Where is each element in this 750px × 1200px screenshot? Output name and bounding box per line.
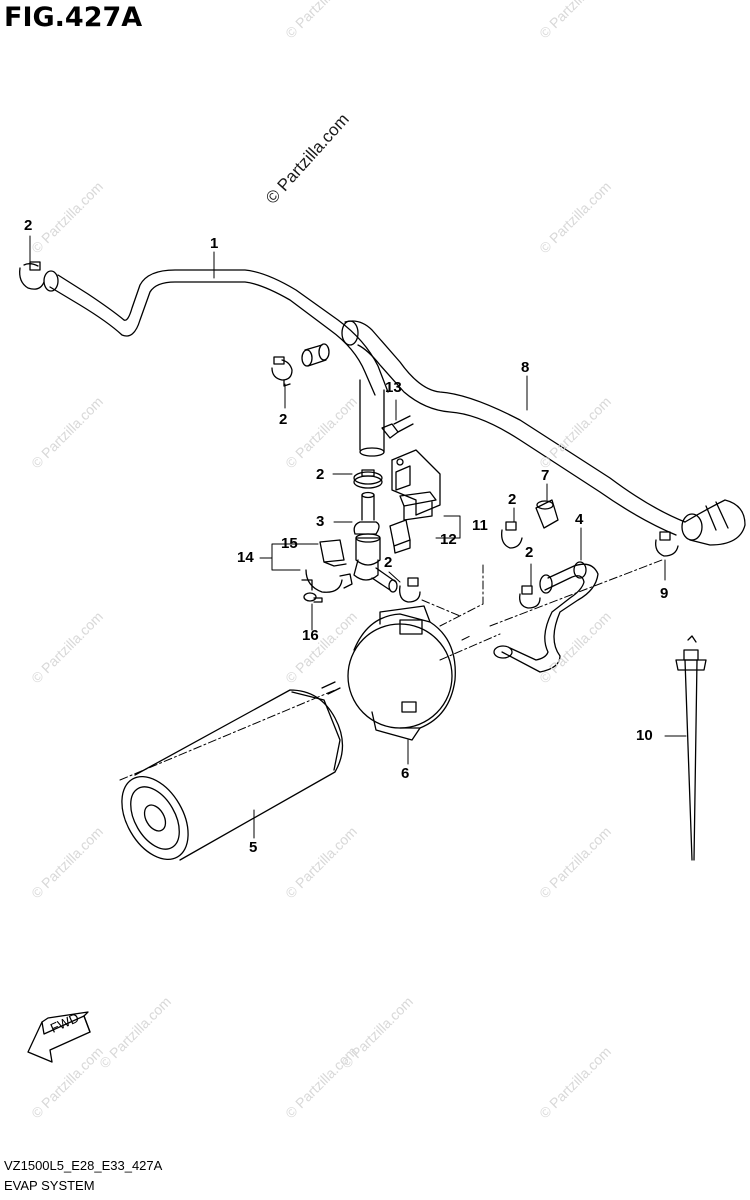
- hose-4[interactable]: [493, 561, 599, 673]
- callout-2[interactable]: 2: [316, 466, 325, 483]
- clamp-2-right-upper[interactable]: [501, 521, 523, 549]
- callout-2[interactable]: 2: [24, 217, 33, 234]
- callout-2[interactable]: 2: [525, 544, 534, 561]
- callout-11[interactable]: 11: [472, 517, 488, 534]
- callout-1[interactable]: 1: [210, 235, 219, 252]
- callout-12[interactable]: 12: [440, 531, 457, 548]
- callout-8[interactable]: 8: [521, 359, 530, 376]
- bolt-13[interactable]: [381, 415, 414, 439]
- hose-8[interactable]: [341, 320, 746, 546]
- bracket-12[interactable]: [389, 519, 411, 554]
- figure-title: FIG.427A: [4, 2, 143, 33]
- figure-name: EVAP SYSTEM: [4, 1178, 95, 1193]
- hose-1[interactable]: [43, 269, 389, 457]
- callout-6[interactable]: 6: [401, 765, 410, 782]
- bracket-11[interactable]: [391, 449, 441, 521]
- callout-2[interactable]: 2: [279, 411, 288, 428]
- clamp-2-upper[interactable]: [271, 356, 293, 387]
- figure-code: VZ1500L5_E28_E33_427A: [4, 1158, 163, 1173]
- clamp-2-right-lower[interactable]: [519, 585, 541, 609]
- callout-5[interactable]: 5: [249, 839, 258, 856]
- clamp-2-valve[interactable]: [353, 469, 383, 489]
- leader-lines: [29, 235, 687, 839]
- holder-6[interactable]: [347, 605, 456, 741]
- fwd-arrow-icon: [27, 1011, 91, 1063]
- callout-13[interactable]: 13: [385, 379, 402, 396]
- callout-2[interactable]: 2: [508, 491, 517, 508]
- callout-9[interactable]: 9: [660, 585, 669, 602]
- hose-7[interactable]: [535, 499, 559, 529]
- callout-10[interactable]: 10: [636, 727, 653, 744]
- canister-5[interactable]: [108, 681, 344, 871]
- hose-short[interactable]: [301, 343, 330, 367]
- callout-2[interactable]: 2: [384, 554, 393, 571]
- bracket-14[interactable]: [301, 569, 353, 593]
- screw-16[interactable]: [303, 592, 323, 603]
- callout-7[interactable]: 7: [541, 467, 550, 484]
- clamp-2-left[interactable]: [19, 261, 45, 290]
- callout-16[interactable]: 16: [302, 627, 319, 644]
- connector-lines: [119, 559, 663, 781]
- callout-14[interactable]: 14: [237, 549, 254, 566]
- callout-3[interactable]: 3: [316, 513, 325, 530]
- valve-3[interactable]: [353, 491, 398, 593]
- clamp-9[interactable]: [655, 531, 679, 557]
- callout-4[interactable]: 4: [575, 511, 584, 528]
- bracket-15[interactable]: [319, 539, 347, 567]
- callout-15[interactable]: 15: [281, 535, 298, 552]
- clamp-2-mid[interactable]: [399, 577, 421, 603]
- tie-10[interactable]: [675, 635, 707, 861]
